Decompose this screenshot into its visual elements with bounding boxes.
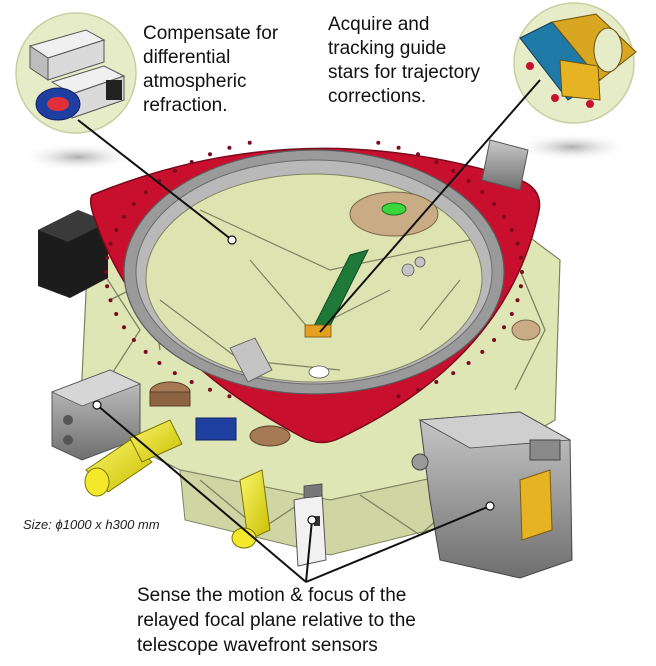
ring-bolt-hole — [520, 270, 524, 274]
ring-bolt-hole — [208, 387, 212, 392]
wfs-annotation-line: telescope wavefront sensors — [137, 635, 378, 656]
ring-bolt-hole — [143, 349, 148, 354]
ring-bolt-hole — [189, 160, 194, 164]
mount-pucks — [149, 381, 291, 447]
ring-bolt-hole — [502, 325, 506, 330]
ring-bolt-hole — [434, 380, 439, 384]
ring-bolt-hole — [105, 255, 110, 260]
guide-callout — [513, 2, 637, 124]
ring-bolt-hole — [114, 312, 119, 316]
ring-bolt-hole — [518, 255, 523, 260]
guide-annotation-line: corrections. — [328, 86, 427, 107]
ring-bolt-hole — [131, 202, 136, 206]
ring-bolt-hole — [451, 168, 456, 173]
ring-bolt-holes — [104, 140, 524, 399]
ring-bolt-hole — [104, 270, 108, 274]
ring-bolt-hole — [172, 371, 177, 376]
ring-bolt-hole — [480, 190, 485, 195]
ring-bolt-hole — [227, 394, 232, 399]
motor-yellow-1 — [84, 439, 153, 497]
ring-bolt-hole — [122, 214, 126, 219]
ring-bolt-hole — [451, 371, 456, 376]
size-caption: Size: ϕ1000 x h300 mm — [23, 517, 160, 532]
leader-adc — [77, 119, 233, 241]
ring-bolt-hole — [515, 298, 520, 303]
ring-bolt-hole — [172, 168, 177, 173]
motor-yellow-3 — [231, 469, 271, 549]
ring-bolt-hole — [416, 152, 420, 157]
ring-bolt-hole — [189, 380, 194, 384]
leader-wfs-center — [305, 519, 313, 583]
wfs-annotation-line: relayed focal plane relative to the — [137, 610, 416, 631]
guide-annotation-line: Acquire and — [328, 14, 430, 35]
ring-bolt-hole — [466, 179, 471, 183]
ring-bolt-hole — [518, 284, 523, 289]
ring-bolt-hole — [105, 284, 110, 289]
ring-bolt-hole — [396, 394, 401, 399]
leader-wfs-right — [305, 505, 491, 583]
bubble-shadow-right — [514, 133, 630, 161]
leader-guide — [319, 79, 541, 333]
blue-bracket — [195, 417, 237, 441]
adc-annotation: Compensate for differential atmospheric … — [143, 22, 333, 118]
ring-bolt-hole — [509, 228, 514, 232]
wfs-annotation-line: Sense the motion & focus of the — [137, 585, 407, 606]
adc-annotation-line: differential — [143, 47, 231, 68]
ring-bolt-hole — [122, 325, 126, 330]
ring-bolt-hole — [114, 228, 119, 232]
adc-prism-assembly-icon — [28, 29, 126, 121]
leader-wfs-left — [96, 404, 307, 583]
ring-bolt-hole — [376, 140, 381, 145]
adc-annotation-line: atmospheric — [143, 71, 247, 92]
ring-bolt-hole — [492, 338, 497, 342]
wfs-annotation: Sense the motion & focus of the relayed … — [137, 583, 517, 658]
ring-bolt-hole — [157, 361, 162, 365]
top-bracket — [481, 139, 529, 191]
guide-annotation-line: tracking guide — [328, 38, 447, 59]
ring-bolt-hole — [208, 152, 212, 157]
guide-annotation: Acquire and tracking guide stars for tra… — [328, 13, 528, 109]
ring-bolt-hole — [108, 298, 113, 303]
ring-bolt-hole — [434, 160, 439, 164]
guide-probe-mirror-icon — [519, 13, 637, 108]
ring-bolt-hole — [480, 349, 485, 354]
ring-bolt-hole — [143, 190, 148, 195]
wavefront-sensor-camera-bottom — [293, 483, 327, 567]
ring-bolt-hole — [247, 140, 252, 145]
ring-bolt-hole — [131, 338, 136, 342]
ring-bolt-hole — [492, 202, 497, 206]
ring-bolt-hole — [108, 241, 113, 246]
ring-bolt-hole — [502, 214, 506, 219]
ring-bolt-hole — [227, 145, 232, 150]
motor-yellow-2 — [129, 419, 183, 463]
leader-dots — [92, 235, 495, 525]
side-puck — [511, 319, 541, 341]
ring-bolt-hole — [509, 312, 514, 316]
guide-annotation-line: stars for trajectory — [328, 62, 481, 83]
ring-bolt-hole — [396, 145, 401, 150]
ring-bolt-hole — [416, 387, 420, 392]
ring-bolt-hole — [515, 241, 520, 246]
bubble-shadow-left — [20, 143, 136, 171]
rotator-ring — [89, 147, 541, 444]
adc-annotation-line: Compensate for — [143, 23, 279, 44]
electronics-box — [38, 210, 108, 298]
adc-callout — [15, 12, 137, 134]
wavefront-sensor-camera-right — [411, 411, 573, 579]
leader-lines — [77, 79, 541, 583]
adc-annotation-line: refraction. — [143, 95, 228, 116]
ring-bolt-hole — [466, 361, 471, 365]
